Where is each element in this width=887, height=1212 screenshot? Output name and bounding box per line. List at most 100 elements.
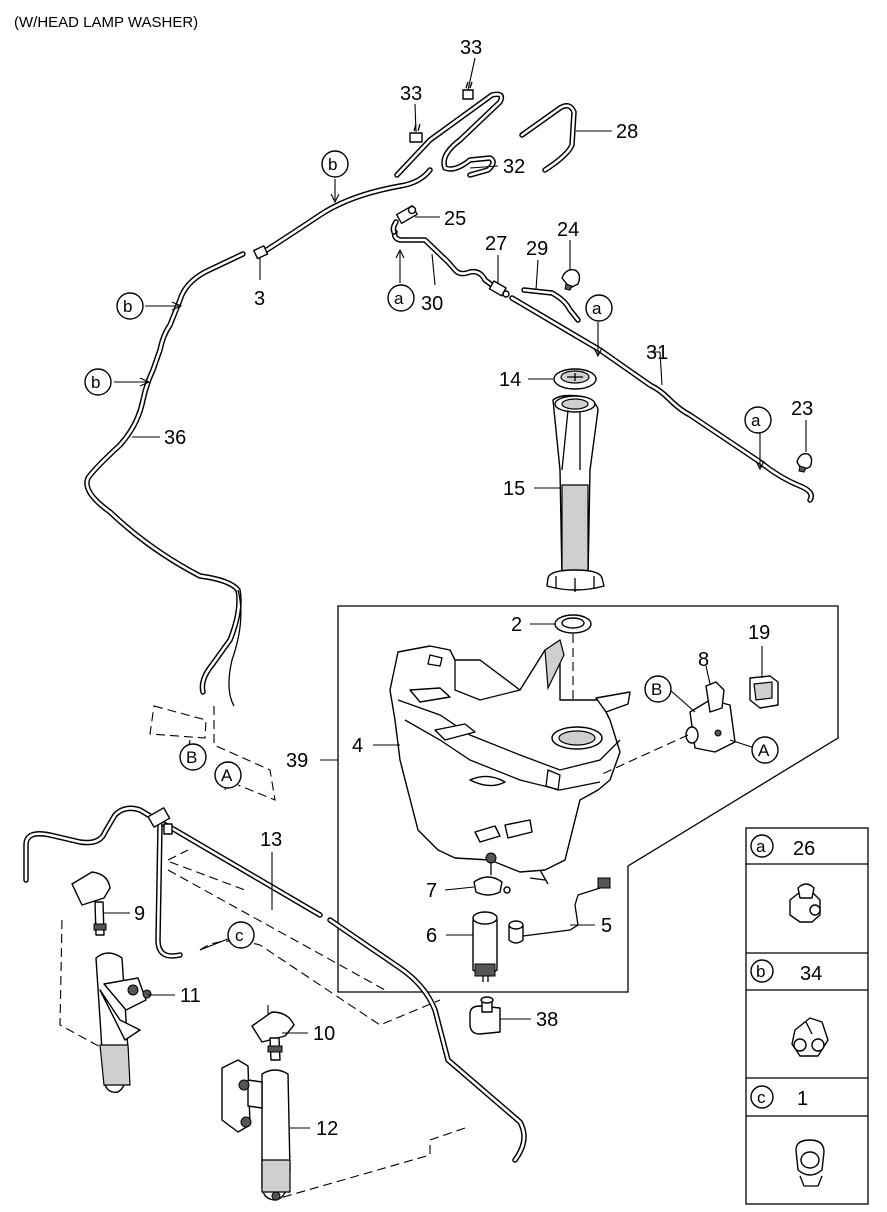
callout-9: 9: [134, 903, 145, 925]
nozzle-9: [71, 871, 111, 936]
svg-text:B: B: [651, 680, 662, 699]
svg-text:a: a: [751, 411, 761, 430]
callout-30: 30: [421, 293, 443, 315]
legend-part-26: 26: [793, 838, 815, 860]
hose-36: [84, 251, 246, 707]
callout-23: 23: [791, 398, 813, 420]
svg-text:A: A: [758, 741, 770, 760]
hose-31: [509, 295, 814, 503]
callout-10: 10: [313, 1023, 335, 1045]
svg-text:c: c: [235, 926, 244, 945]
svg-text:B: B: [186, 748, 197, 767]
callout-38: 38: [536, 1009, 558, 1031]
ref-b-mid: b: [116, 292, 144, 320]
callout-33-left: 33: [400, 83, 422, 105]
hose-32: [394, 91, 505, 178]
callout-8: 8: [698, 649, 709, 671]
ref-c: c: [227, 921, 255, 949]
ref-a-right: a: [744, 406, 772, 434]
tee-joint-38: [469, 996, 501, 1035]
callout-4: 4: [352, 735, 363, 757]
callout-14: 14: [499, 369, 521, 391]
hose-29: [521, 287, 581, 323]
callout-32: 32: [503, 156, 525, 178]
nozzle-assembly-12: [221, 1059, 291, 1201]
ref-B-left: B: [179, 743, 207, 771]
callout-27: 27: [485, 233, 507, 255]
pump-8: [685, 681, 736, 753]
callout-5: 5: [601, 915, 612, 937]
callout-numbers: 33 33 28 32 25 3 30 27 29 24 31 14 15 23…: [134, 37, 813, 1140]
ref-A-right: A: [751, 736, 779, 764]
reservoir-frame-39: [337, 605, 839, 993]
legend-letter-c: c: [757, 1088, 766, 1107]
clip-1-icon: [795, 1139, 825, 1187]
callout-39: 39: [286, 750, 308, 772]
callout-7: 7: [426, 880, 437, 902]
clip-33-upper: [462, 81, 474, 100]
callout-11: 11: [180, 985, 201, 1007]
callout-3: 3: [254, 288, 265, 310]
callout-29: 29: [526, 238, 548, 260]
legend-part-1: 1: [797, 1088, 808, 1110]
hose-30: [391, 229, 499, 291]
callout-33-upper: 33: [460, 37, 482, 59]
level-sensor-5: [508, 877, 611, 944]
check-valve-25: [390, 204, 418, 235]
callout-2: 2: [511, 614, 522, 636]
callout-24: 24: [557, 219, 579, 241]
clip-26-icon: [789, 883, 821, 923]
hose-28: [519, 103, 577, 173]
legend-letter-a: a: [756, 837, 766, 856]
nozzle-23: [796, 452, 813, 473]
ref-a-mid: a: [585, 294, 613, 322]
svg-text:b: b: [91, 373, 100, 392]
hose-3-to-25: [259, 167, 433, 256]
grommet-7: [473, 852, 511, 896]
svg-text:a: a: [592, 299, 602, 318]
hose-13: [23, 805, 527, 1163]
washer-tank-4: [389, 639, 631, 885]
flow-arrows: [114, 179, 765, 471]
svg-text:a: a: [394, 289, 404, 308]
connector-19: [749, 675, 779, 709]
nozzle-24: [561, 268, 581, 291]
callout-13: 13: [260, 829, 282, 851]
legend-table: a 26 b 34 c 1: [745, 827, 869, 1205]
ref-boxes-AB: [149, 705, 276, 801]
ref-a-left: a: [387, 284, 415, 312]
callout-19: 19: [748, 622, 770, 644]
callout-28: 28: [616, 121, 638, 143]
callout-36: 36: [164, 427, 186, 449]
reference-letters: b b b a a a c B: [84, 150, 779, 949]
ref-b-top: b: [321, 150, 349, 178]
ref-b-low: b: [84, 368, 112, 396]
legend-row-b: b 34: [750, 959, 829, 1057]
legend-row-a: a 26: [750, 834, 821, 923]
svg-text:A: A: [221, 766, 233, 785]
filler-cap-14: [553, 368, 597, 390]
joint-27: [488, 280, 510, 298]
callout-15: 15: [503, 478, 525, 500]
nozzle-10: [251, 1011, 295, 1061]
callout-12: 12: [316, 1118, 338, 1140]
callout-25: 25: [444, 208, 466, 230]
seal-2: [554, 614, 592, 634]
callout-31: 31: [646, 342, 668, 364]
svg-text:b: b: [123, 297, 132, 316]
callout-6: 6: [426, 925, 437, 947]
ref-B-right: B: [644, 675, 672, 703]
pump-guide-line: [599, 734, 689, 776]
clip-34-icon: [791, 1017, 829, 1057]
washer-motor-6: [472, 911, 498, 982]
filler-pipe-15: [546, 394, 605, 592]
ref-A-left: A: [214, 761, 242, 789]
nozzle-assembly-11: [95, 952, 152, 1093]
svg-text:b: b: [328, 155, 337, 174]
legend-part-34: 34: [800, 963, 822, 985]
diagram-title: (W/HEAD LAMP WASHER): [14, 14, 198, 31]
clip-3: [253, 245, 269, 260]
legend-letter-b: b: [756, 962, 765, 981]
legend-row-c: c 1: [750, 1085, 825, 1187]
